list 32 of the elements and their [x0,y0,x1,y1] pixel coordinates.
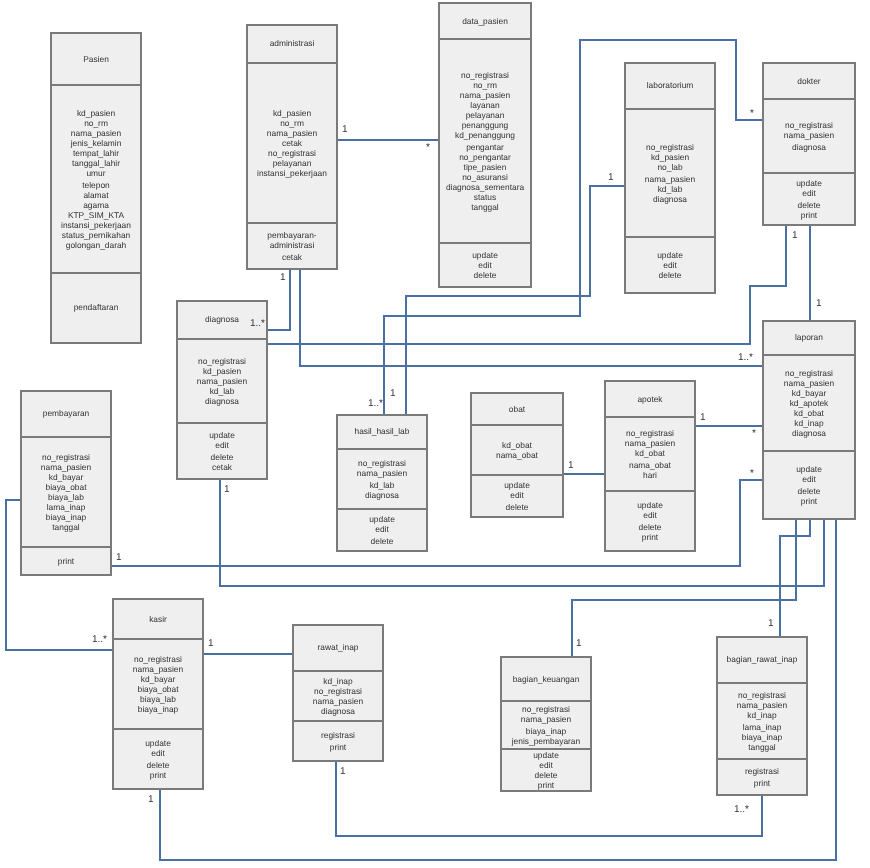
class-box [624,62,716,294]
association-line [267,269,291,331]
association-line [219,479,825,587]
association-line [695,425,763,427]
class-box [336,414,428,552]
class-box [20,390,112,576]
association-line [299,269,763,367]
association-line [335,761,763,837]
class-box [438,2,532,288]
class-box [176,300,268,480]
association-line [267,225,787,345]
class-box [604,380,696,552]
class-box [50,32,142,344]
class-box [500,656,592,792]
class-box [762,320,856,520]
class-box [716,636,808,796]
class-box [246,24,338,270]
association-line [405,185,625,415]
association-line [571,519,797,657]
association-line [809,225,811,321]
association-line [5,499,113,651]
association-line [779,519,811,637]
class-box [762,62,856,226]
class-box [112,598,204,790]
association-line [159,519,837,861]
association-line [203,653,293,655]
association-line [337,139,439,141]
association-line [383,39,763,415]
association-line [563,473,605,475]
class-box [292,624,384,762]
association-line [111,479,763,567]
class-box [470,392,564,518]
